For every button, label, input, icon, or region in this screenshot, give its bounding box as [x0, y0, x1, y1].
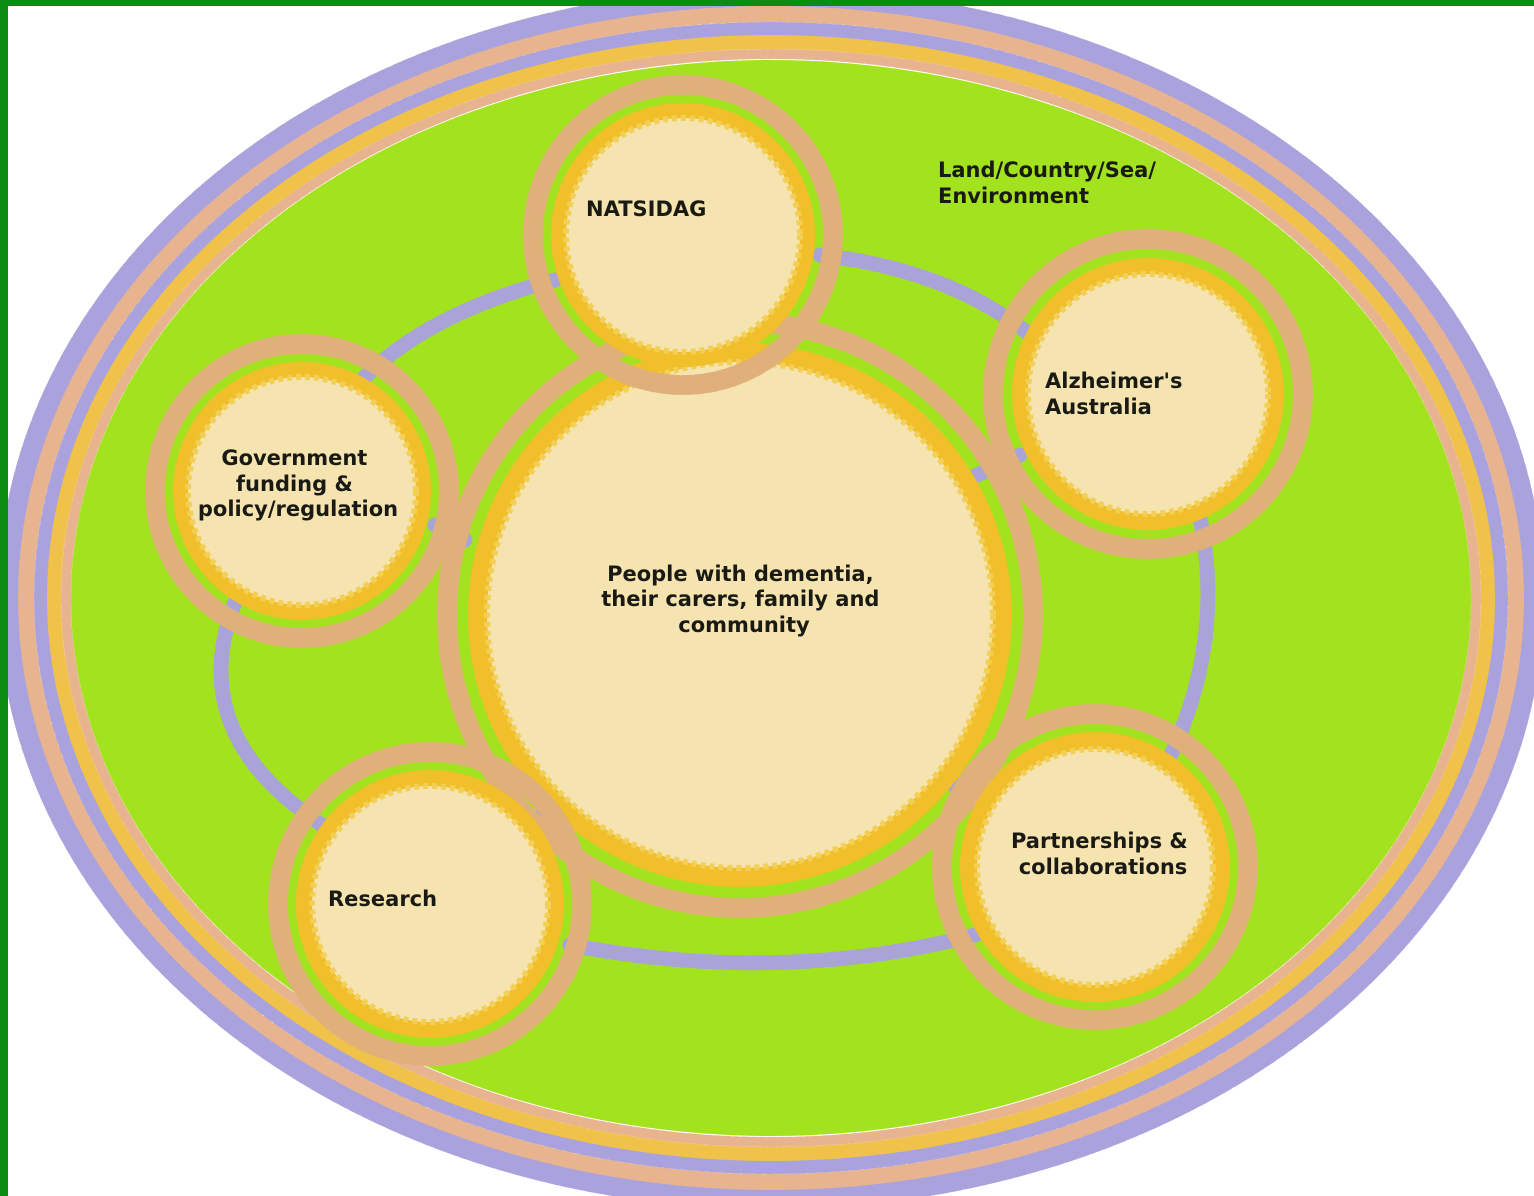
border-dot-ring-5	[61, 49, 1481, 1147]
node-center-label: People with dementia, their carers, fami…	[601, 562, 887, 637]
node-halo-ring	[268, 742, 592, 1066]
environment-label-line-2: Environment	[938, 184, 1089, 208]
environment-label: Land/Country/Sea/ Environment	[938, 158, 1163, 208]
border-dot-ring-2	[18, 6, 1524, 1190]
node-halo-ring	[983, 229, 1313, 559]
connector-alzheimers-partnerships	[1142, 472, 1216, 803]
node-halo-ring	[523, 75, 843, 395]
node-inner-fill	[974, 746, 1216, 988]
node-natsidag-label: NATSIDAG	[586, 197, 706, 221]
node-government-line-3: policy/regulation	[198, 497, 398, 521]
node-halo-ring	[145, 334, 459, 648]
node-inner-fill	[484, 359, 996, 871]
node-center-line-2: their carers, family and	[601, 587, 879, 611]
node-center-line-3: community	[678, 613, 810, 637]
node-partnerships-line-2: collaborations	[1019, 855, 1188, 879]
node-partnerships: Partnerships & collaborations	[932, 704, 1258, 1030]
node-government-line-2: funding &	[236, 472, 353, 496]
node-partnerships-line-1: Partnerships &	[1011, 829, 1188, 853]
node-research: Research	[268, 742, 592, 1066]
node-natsidag: NATSIDAG	[523, 75, 843, 395]
border-dot-ring-1	[8, 6, 1534, 1196]
node-natsidag-line-1: NATSIDAG	[586, 197, 706, 221]
node-alzheimers-label: Alzheimer's Australia	[1045, 369, 1190, 419]
community-network-diagram: People with dementia, their carers, fami…	[8, 6, 1534, 1196]
node-inner-fill	[563, 115, 803, 355]
node-center: People with dementia, their carers, fami…	[437, 312, 1043, 918]
node-research-label: Research	[328, 887, 437, 911]
outer-border-dot-rings	[8, 6, 1534, 1196]
node-inner-fill	[1025, 271, 1271, 517]
node-government-line-1: Government	[221, 446, 367, 470]
node-alzheimers-line-2: Australia	[1045, 395, 1152, 419]
node-inner-fill	[185, 374, 419, 608]
node-government: Government funding & policy/regulation	[145, 334, 459, 648]
node-partnerships-label: Partnerships & collaborations	[1011, 829, 1195, 879]
node-center-line-1: People with dementia,	[607, 562, 873, 586]
node-alzheimers: Alzheimer's Australia	[983, 229, 1313, 559]
border-dot-ring-3	[34, 22, 1508, 1174]
border-dot-ring-4	[47, 35, 1495, 1161]
node-halo-ring	[932, 704, 1258, 1030]
node-alzheimers-line-1: Alzheimer's	[1045, 369, 1182, 393]
environment-label-line-1: Land/Country/Sea/	[938, 158, 1156, 182]
node-inner-fill	[309, 783, 551, 1025]
connector-research-partnerships	[562, 927, 983, 971]
node-research-line-1: Research	[328, 887, 437, 911]
node-government-label: Government funding & policy/regulation	[198, 446, 398, 521]
